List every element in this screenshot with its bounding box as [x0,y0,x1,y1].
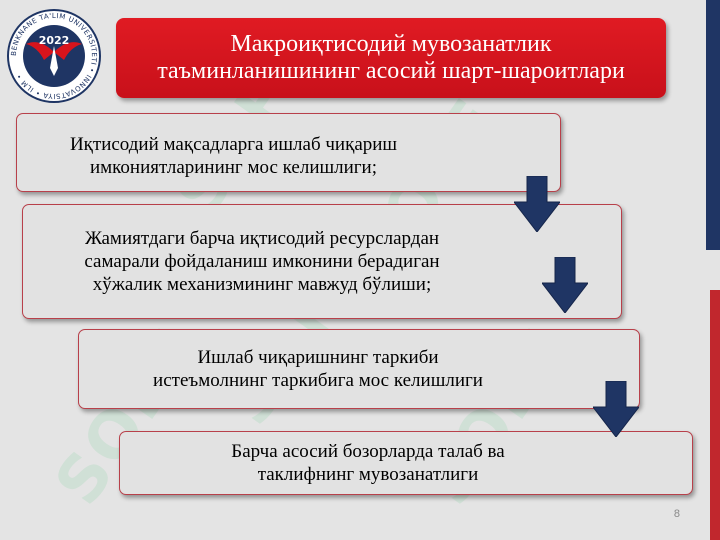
step-3-line-1: Ишлаб чиқаришнинг таркиби [197,347,439,368]
slide-title: Макроиқтисодий мувозанатлик таъминланиши… [116,18,666,98]
step-1-line-1: Иқтисодий мақсадларга ишлаб чиқариш [69,133,398,155]
eagle-wing-icon [54,42,82,60]
decorative-stripe-red [710,290,720,540]
step-3-line-2: истеъмолнинг таркибига мос келишлиги [153,370,483,391]
step-2-line-3: хўжалик механизмининг мавжуд бўлиши; [92,274,432,295]
down-arrow-icon [542,257,588,313]
slide-title-line-2: таъминланишининг асосий шарт-шароитлари [157,58,625,84]
page-number: 8 [673,508,680,520]
step-4-line-2: таклифнинг мувозанатлиги [257,464,479,485]
eagle-wing-icon [26,42,54,60]
step-box-1: Иқтисодий мақсадларга ишлаб чиқариш имко… [16,113,561,192]
slide-title-line-1: Макроиқтисодий мувозанатлик [230,31,552,57]
decorative-stripe-blue [706,0,720,250]
step-box-4: Барча асосий бозорларда талаб ва таклифн… [119,431,693,495]
step-1-line-2: имкониятларининг мос келишлиги; [89,156,378,178]
logo-year: 2022 [39,34,70,47]
step-box-2: Жамиятдаги барча иқтисодий ресурслардан … [22,204,622,319]
step-box-3: Ишлаб чиқаришнинг таркиби истеъмолнинг т… [78,329,640,409]
university-logo-graphic: BENKNANE TA'LIM UNIVERSITETI • INNOVATSI… [7,9,101,103]
down-arrow-icon [593,381,639,437]
university-logo: BENKNANE TA'LIM UNIVERSITETI • INNOVATSI… [4,6,104,106]
eagle-body-icon [50,46,58,76]
step-2-line-2: самарали фойдаланиш имконини берадиган [84,251,440,272]
step-4-line-1: Барча асосий бозорларда талаб ва [231,441,505,462]
step-2-line-1: Жамиятдаги барча иқтисодий ресурслардан [84,228,440,249]
down-arrow-icon [514,176,560,232]
